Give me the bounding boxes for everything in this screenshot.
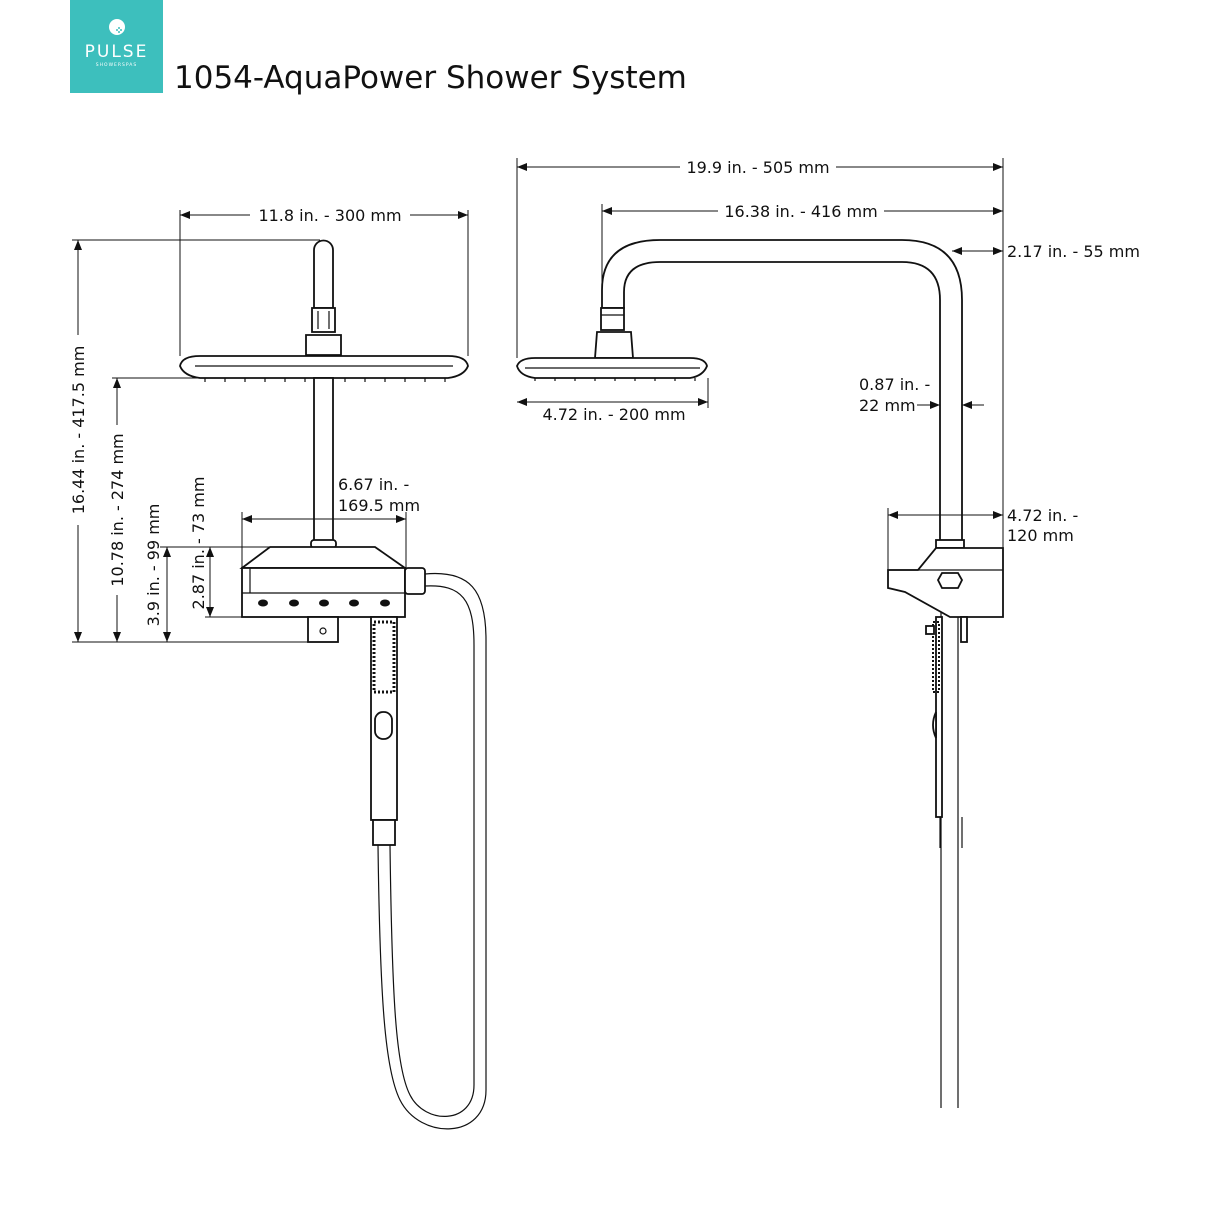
front-dimensions: 11.8 in. - 300 mm 16.44 in. - 417.5 mm 1… <box>68 205 469 643</box>
dim-body-depth-1: 4.72 in. - <box>1007 506 1078 525</box>
shower-logo-icon <box>109 19 125 35</box>
side-nut <box>600 307 625 331</box>
hand-shower-button <box>374 711 393 740</box>
shower-arm <box>313 239 334 309</box>
riser-pipe <box>313 377 334 544</box>
dim-body-width-2: 169.5 mm <box>338 496 420 515</box>
dim-body-with-bracket: 3.9 in. - 99 mm <box>144 504 163 627</box>
diverter-body <box>239 546 408 569</box>
dim-head-width: 11.8 in. - 300 mm <box>258 206 401 225</box>
dim-pipe-diameter-2: 22 mm <box>859 396 916 415</box>
side-view <box>516 239 1004 1108</box>
front-view <box>179 239 487 1130</box>
bracket <box>307 616 339 643</box>
logo-tagline: SHOWERSPAS <box>95 63 138 68</box>
dim-pipe-diameter-1: 0.87 in. - <box>859 375 930 394</box>
dim-overall-depth: 19.9 in. - 505 mm <box>686 158 829 177</box>
pulse-logo: PULSE SHOWERSPAS <box>70 0 163 93</box>
head-nozzles <box>204 378 446 382</box>
page-title: 1054-AquaPower Shower System <box>174 60 687 96</box>
arm-nut <box>311 307 336 333</box>
side-arm <box>601 239 963 546</box>
hose <box>377 572 487 1130</box>
dim-body-width-1: 6.67 in. - <box>338 475 409 494</box>
side-dimensions: 19.9 in. - 505 mm 16.38 in. - 416 mm 2.1… <box>516 157 1140 617</box>
rain-head <box>179 355 469 379</box>
body-jets <box>258 599 390 607</box>
dim-wall-offset: 2.17 in. - 55 mm <box>1007 242 1140 261</box>
dim-arm-reach: 16.38 in. - 416 mm <box>724 202 877 221</box>
dim-body-height: 2.87 in. - 73 mm <box>189 477 208 610</box>
hose-connector <box>404 567 426 595</box>
dim-head-depth: 4.72 in. - 200 mm <box>542 405 685 424</box>
dim-body-depth-2: 120 mm <box>1007 526 1074 545</box>
dim-head-to-bottom: 10.78 in. - 274 mm <box>108 433 127 586</box>
logo-brand: PULSE <box>84 42 149 62</box>
dim-total-height: 16.44 in. - 417.5 mm <box>69 346 88 515</box>
